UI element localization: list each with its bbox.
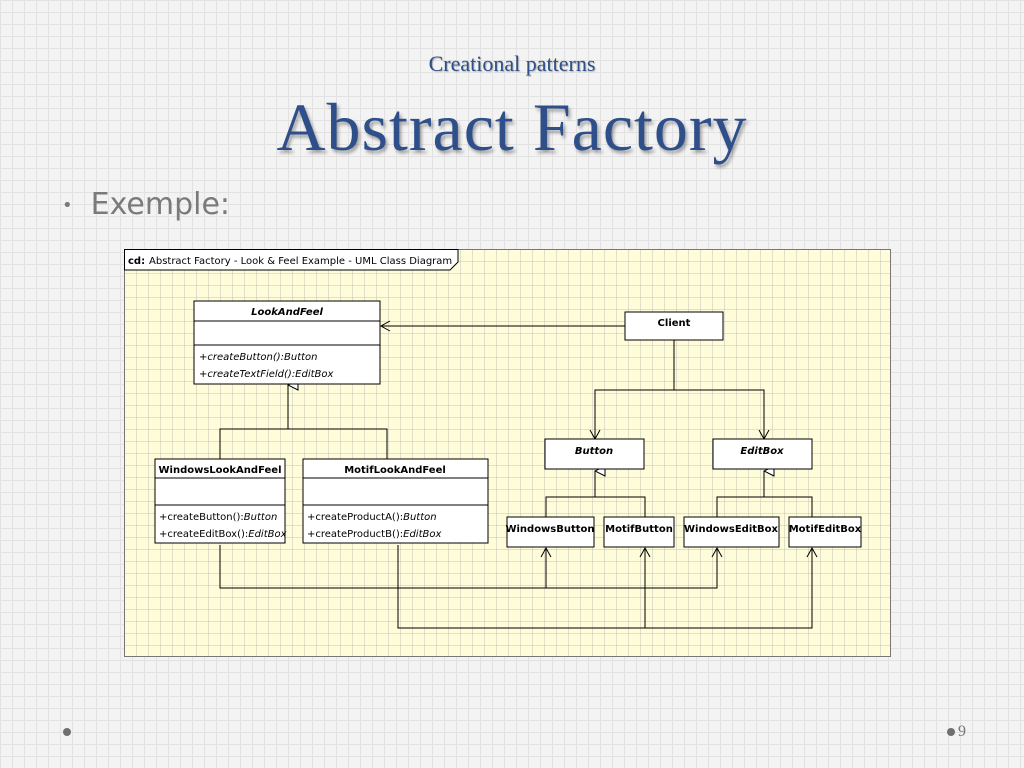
diagram-frame-label: cd: Abstract Factory - Look & Feel Examp… <box>124 249 459 271</box>
class-operation: +createProductA():Button <box>307 512 437 523</box>
frame-label-prefix: cd: <box>128 256 145 267</box>
open-arrow-icon <box>711 546 723 558</box>
class-name: WindowsButton <box>505 524 594 535</box>
dependency-windows-products <box>219 545 718 589</box>
generalization-branch-button <box>545 496 646 517</box>
slide-subtitle: Creational patterns <box>428 51 596 76</box>
generalization-branch-lookandfeel <box>219 428 388 459</box>
dependency-motif-products <box>397 545 813 629</box>
class-name: MotifLookAndFeel <box>344 465 446 476</box>
class-motiflookandfeel: MotifLookAndFeel +createProductA():Butto… <box>302 458 489 544</box>
class-name: WindowsEditBox <box>684 524 778 535</box>
slide-title: Abstract Factory <box>276 89 748 165</box>
class-name: Client <box>658 318 691 329</box>
class-name: WindowsLookAndFeel <box>159 465 282 476</box>
open-arrow-icon <box>379 320 391 332</box>
class-name: MotifButton <box>605 524 673 535</box>
class-name: Button <box>575 446 613 457</box>
class-windowseditbox: WindowsEditBox <box>683 516 780 548</box>
class-client: Client <box>624 311 724 341</box>
open-arrow-icon <box>806 546 818 558</box>
class-name: LookAndFeel <box>251 307 323 318</box>
class-windowslookandfeel: WindowsLookAndFeel +createButton():Butto… <box>154 458 287 544</box>
class-operation: +createButton():Button <box>199 352 318 363</box>
bullet-text: Exemple: <box>90 187 231 222</box>
class-motifeditbox: MotifEditBox <box>788 516 862 548</box>
generalization-branch-editbox <box>716 496 813 517</box>
class-name: EditBox <box>740 446 784 457</box>
open-arrow-icon <box>639 546 651 558</box>
dependency-client-button <box>594 389 765 439</box>
class-motifbutton: MotifButton <box>603 516 675 548</box>
bullet-dot-icon: • <box>62 195 73 216</box>
class-windowsbutton: WindowsButton <box>505 516 595 548</box>
class-editbox: EditBox <box>712 438 813 470</box>
frame-label-text: Abstract Factory - Look & Feel Example -… <box>149 256 452 267</box>
class-name: MotifEditBox <box>789 524 862 535</box>
diagram-frame <box>124 249 891 657</box>
page-number: 9 <box>958 723 966 740</box>
uml-class-diagram: cd: Abstract Factory - Look & Feel Examp… <box>124 249 891 657</box>
class-operation: +createButton():Button <box>159 512 277 523</box>
class-button: Button <box>544 438 645 470</box>
class-operation: +createEditBox():EditBox <box>159 529 287 540</box>
slide-corner-dot-icon <box>63 728 71 736</box>
open-arrow-icon <box>540 546 552 558</box>
bullet-item: • Exemple: <box>62 187 230 222</box>
class-operation: +createTextField():EditBox <box>199 369 334 380</box>
class-lookandfeel: LookAndFeel +createButton():Button +crea… <box>193 300 381 385</box>
slide-corner-dot-icon <box>947 728 955 736</box>
class-operation: +createProductB():EditBox <box>307 529 441 540</box>
